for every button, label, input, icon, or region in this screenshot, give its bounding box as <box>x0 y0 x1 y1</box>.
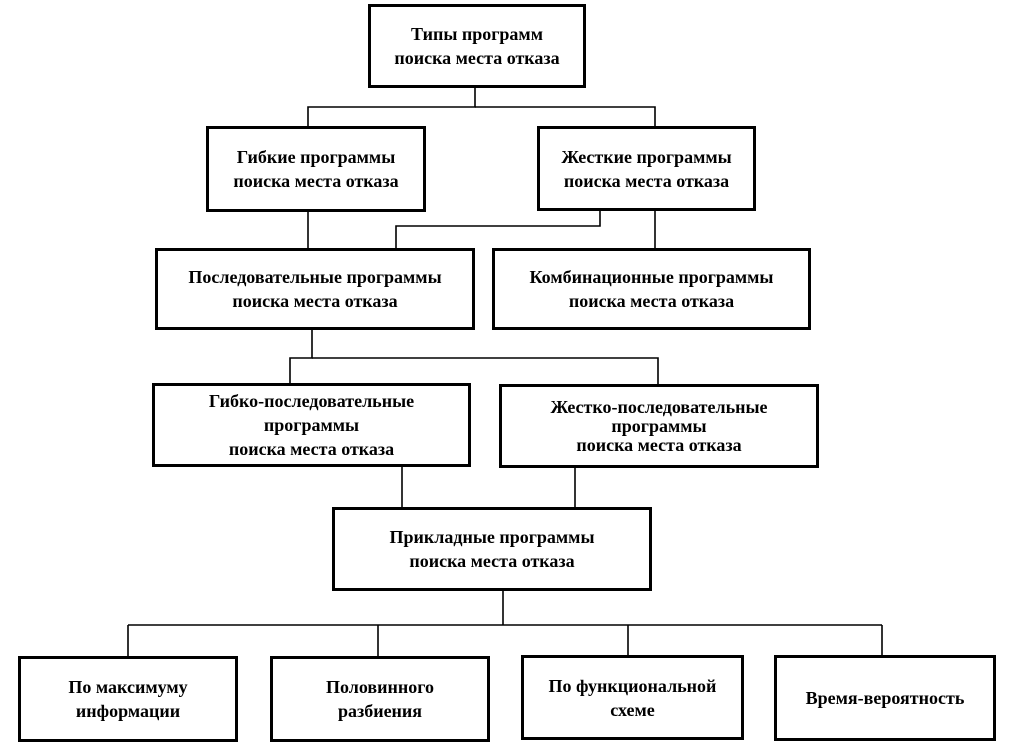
rigid-programs-line1: Жесткие программы <box>561 146 732 167</box>
combinational-programs-line2: поиска места отказа <box>568 291 735 311</box>
rigid-programs-node: Жесткие программы поиска места отказа <box>537 126 756 211</box>
rigid-programs-line2: поиска места отказа <box>563 170 730 191</box>
sequential-programs-line1: Последовательные программы <box>188 267 442 287</box>
connector-rigid-sequential <box>395 211 601 248</box>
functional-scheme-line1: По функциональной <box>548 675 717 696</box>
connector-sequential-branch <box>289 330 313 383</box>
flexible-programs-node: Гибкие программы поиска места отказа <box>206 126 426 212</box>
flexible-sequential-line3: поиска места отказа <box>228 439 395 459</box>
root-node-line1: Типы программ <box>411 24 543 44</box>
rigid-sequential-line2: программы <box>611 415 707 436</box>
combinational-programs-node: Комбинационные программы поиска места от… <box>492 248 811 330</box>
rigid-sequential-line3: поиска места отказа <box>576 434 742 455</box>
half-split-node: Половинного разбиения <box>270 656 490 742</box>
sequential-programs-line2: поиска места отказа <box>232 291 398 311</box>
max-information-line2: информации <box>75 701 181 721</box>
functional-scheme-node: По функциональной схеме <box>521 655 744 740</box>
combinational-programs-line1: Комбинационные программы <box>529 267 774 287</box>
half-split-line2: разбиения <box>337 701 423 721</box>
flexible-sequential-node: Гибко-последовательные программы поиска … <box>152 383 471 467</box>
applied-programs-line1: Прикладные программы <box>389 527 595 547</box>
connector-sequential-branch-right <box>312 357 659 385</box>
connector-root-branch <box>307 88 476 126</box>
flexible-programs-line1: Гибкие программы <box>236 147 396 167</box>
max-information-line1: По максимуму <box>68 677 188 697</box>
flexible-programs-line2: поиска места отказа <box>233 171 399 191</box>
sequential-programs-node: Последовательные программы поиска места … <box>155 248 475 330</box>
root-node-line2: поиска места отказа <box>394 48 560 68</box>
time-probability-node: Время-вероятность <box>774 655 996 741</box>
connector-root-branch-right <box>475 106 656 126</box>
flexible-sequential-line2: программы <box>263 415 360 435</box>
rigid-sequential-line1: Жестко-последовательные <box>550 396 768 417</box>
applied-programs-line2: поиска места отказа <box>409 551 575 571</box>
rigid-sequential-node: Жестко-последовательные программы поиска… <box>499 384 819 468</box>
time-probability-line1: Время-вероятность <box>805 688 965 708</box>
applied-programs-node: Прикладные программы поиска места отказа <box>332 507 652 591</box>
max-information-node: По максимуму информации <box>18 656 238 742</box>
root-node: Типы программ поиска места отказа <box>368 4 586 88</box>
flexible-sequential-line1: Гибко-последовательные <box>208 391 415 411</box>
functional-scheme-line2: схеме <box>610 699 655 720</box>
half-split-line1: Половинного <box>326 677 434 697</box>
